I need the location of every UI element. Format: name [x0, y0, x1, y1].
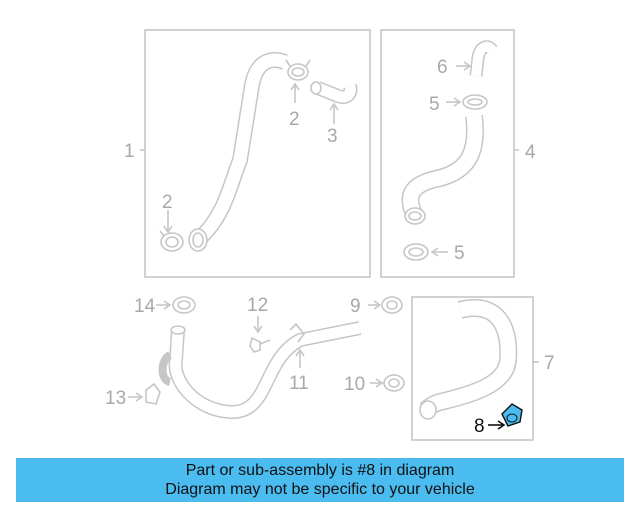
callout-14[interactable]: 14 — [134, 296, 156, 317]
bolt-part-12 — [249, 336, 271, 353]
callout-6[interactable]: 6 — [437, 57, 448, 78]
group-box-7 — [411, 296, 534, 441]
highlighted-part-8[interactable] — [501, 403, 523, 427]
hose-part-1 — [188, 52, 288, 252]
callout-12[interactable]: 12 — [247, 295, 268, 316]
callout-11[interactable]: 11 — [289, 373, 309, 394]
clamp-part-2-upper — [285, 59, 311, 81]
callout-8[interactable]: 8 — [474, 416, 485, 437]
group-box-1 — [144, 29, 371, 278]
fitting-part-6 — [469, 40, 498, 77]
exploded-parts-diagram: 1 2 2 3 4 5 5 6 7 8 9 10 11 12 13 14 — [105, 29, 555, 441]
cap-part-13 — [145, 382, 161, 405]
hose-part-4 — [401, 114, 484, 225]
banner-part-note: Part or sub-assembly is #8 in diagram — [185, 462, 455, 479]
info-banner: Part or sub-assembly is #8 in diagram Di… — [16, 458, 624, 502]
callout-13[interactable]: 13 — [105, 388, 126, 409]
hose-part-7 — [419, 299, 518, 420]
clamp-part-9 — [381, 296, 403, 314]
callout-7[interactable]: 7 — [544, 353, 555, 374]
clamp-part-14 — [172, 296, 196, 314]
clamp-part-10 — [383, 374, 405, 392]
banner-disclaimer: Diagram may not be specific to your vehi… — [165, 481, 475, 498]
callout-4[interactable]: 4 — [525, 142, 536, 163]
callout-5-upper[interactable]: 5 — [429, 94, 440, 115]
callout-1[interactable]: 1 — [124, 141, 135, 162]
clamp-part-5-lower — [403, 243, 429, 261]
callout-10[interactable]: 10 — [344, 374, 365, 395]
coolant-pipe-part-11 — [158, 321, 362, 419]
callout-2-upper[interactable]: 2 — [289, 109, 300, 130]
callout-3[interactable]: 3 — [327, 126, 338, 147]
clamp-part-2-lower — [159, 230, 184, 252]
group-box-4 — [380, 29, 515, 278]
callout-5-lower[interactable]: 5 — [454, 243, 465, 264]
clamp-part-5-upper — [462, 94, 488, 110]
callout-9[interactable]: 9 — [350, 296, 361, 317]
callout-2-lower[interactable]: 2 — [162, 192, 173, 213]
elbow-fitting-part-3 — [310, 81, 358, 104]
